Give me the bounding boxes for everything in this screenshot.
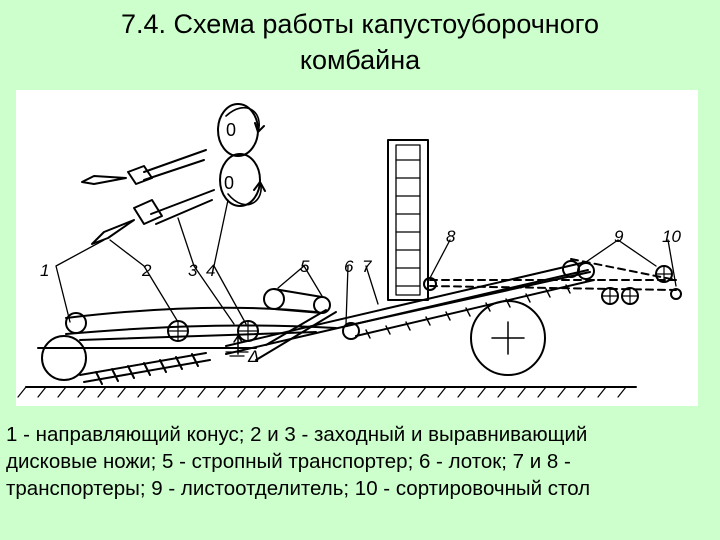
tray-and-inclined-conveyor [225, 260, 595, 355]
callout-5: 5 [300, 257, 310, 276]
sorting-table [429, 258, 682, 305]
caption-line-3: транспортеры; 9 - листоотделитель; 10 - … [6, 477, 591, 500]
gap-mark: Δ [247, 347, 259, 366]
callout-7: 7 [362, 257, 372, 276]
caption-line-2: дисковые ножи; 5 - стропный транспортер;… [6, 450, 571, 473]
front-wheel [41, 335, 87, 381]
sling-conveyor [167, 288, 337, 361]
caption-line-1: 1 - направляющий конус; 2 и 3 - заходный… [6, 423, 588, 446]
callout-9: 9 [614, 227, 624, 246]
title-line-2: комбайна [299, 45, 421, 75]
gap-indicator [225, 335, 249, 357]
callout-8: 8 [446, 227, 456, 246]
disc-knife-lower [91, 153, 266, 245]
title-line-1: 7.4. Схема работы капустоуборочного [120, 9, 600, 39]
callout-1: 1 [40, 261, 49, 280]
combine-scheme-figure: 0 0 Δ 1 2 3 4 5 6 7 8 9 10 [16, 90, 698, 406]
callout-6: 6 [344, 257, 354, 276]
combine-scheme-drawing: 0 0 Δ 1 2 3 4 5 6 7 8 9 10 [17, 103, 682, 398]
callout-10: 10 [662, 227, 681, 246]
figure-caption: 1 - направляющий конус; 2 и 3 - заходный… [6, 421, 718, 502]
callout-2: 2 [141, 261, 152, 280]
guiding-cone-auger [79, 352, 211, 385]
callout-3: 3 [188, 261, 198, 280]
rotation-mark-upper: 0 [226, 120, 236, 140]
slide-title: 7.4. Схема работы капустоуборочного комб… [0, 6, 720, 78]
callout-leaders [55, 199, 677, 325]
callout-4: 4 [206, 261, 215, 280]
ground-line [17, 386, 637, 398]
support-wheel [470, 300, 546, 376]
vertical-elevator [387, 139, 437, 301]
rotation-mark-lower: 0 [224, 173, 234, 193]
disc-knife-upper [81, 103, 265, 185]
